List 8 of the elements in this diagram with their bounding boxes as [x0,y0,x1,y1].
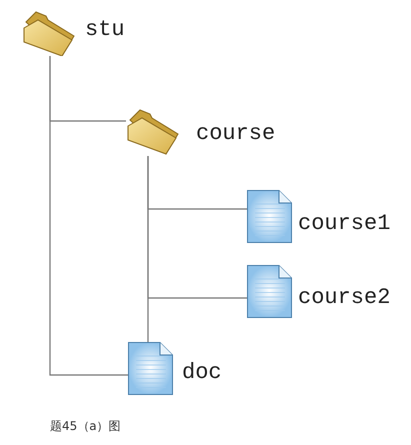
file-name: stu [85,17,125,43]
tree-line [147,156,149,342]
file-name: course [196,121,276,147]
file-name: course2 [298,285,390,311]
tree-line [49,56,128,376]
figure-caption: 题45（a）图 [50,418,121,435]
file-name: doc [182,360,222,386]
file-name: course1 [298,211,390,237]
